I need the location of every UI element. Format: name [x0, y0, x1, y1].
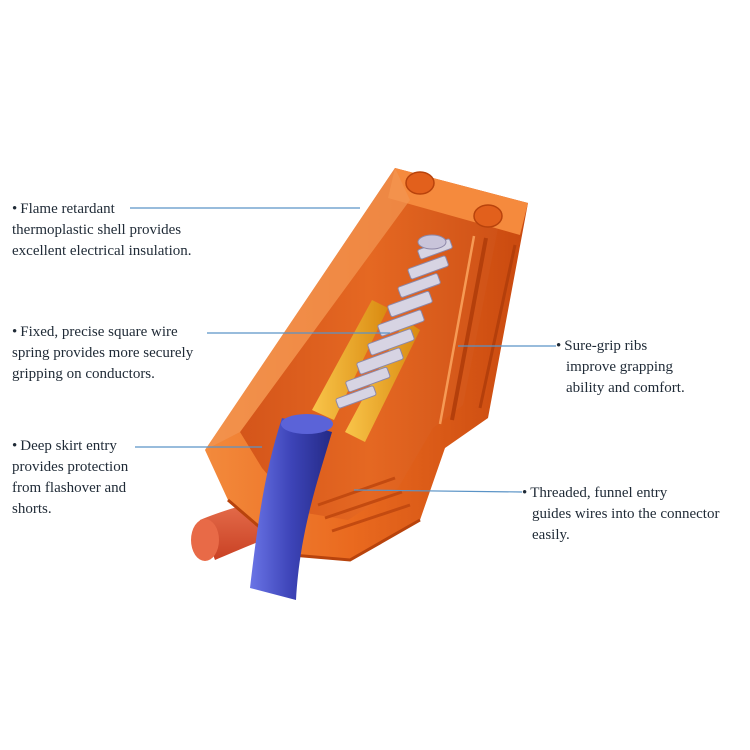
callout-line: from flashover and: [12, 480, 127, 496]
callout-line: •Threaded, funnel entry: [522, 483, 719, 504]
callout-threaded-funnel-entry: •Threaded, funnel entry guides wires int…: [522, 483, 719, 546]
callout-line: thermoplastic shell provides: [12, 222, 182, 238]
callout-line: •Sure-grip ribs: [556, 336, 685, 357]
callout-flame-retardant-shell: •Flame retardant thermoplastic shell pro…: [12, 199, 192, 262]
callout-deep-skirt-entry: •Deep skirt entry provides protection fr…: [12, 436, 128, 520]
callout-line: ability and comfort.: [566, 380, 685, 396]
callout-line: provides protection: [12, 459, 129, 475]
callout-line: spring provides more securely: [12, 345, 194, 361]
callout-line: excellent electrical insulation.: [12, 243, 192, 259]
bullet-icon: •: [12, 438, 18, 454]
copper-conductors: [312, 300, 420, 442]
square-wire-spring: [335, 234, 453, 409]
callout-line: •Fixed, precise square wire: [12, 322, 193, 343]
bullet-icon: •: [556, 338, 562, 354]
bullet-icon: •: [522, 485, 528, 501]
callout-line: easily.: [532, 527, 570, 543]
callout-line: shorts.: [12, 501, 52, 517]
callout-text: Deep skirt entry: [20, 438, 117, 454]
callout-text: Flame retardant: [20, 201, 115, 217]
bullet-icon: •: [12, 201, 18, 217]
callout-line: improve grapping: [566, 359, 674, 375]
callout-text: Fixed, precise square wire: [20, 324, 178, 340]
callout-sure-grip-ribs: •Sure-grip ribs improve grapping ability…: [556, 336, 685, 399]
callout-text: Threaded, funnel entry: [530, 485, 668, 501]
callout-text: Sure-grip ribs: [564, 338, 648, 354]
callout-line: guides wires into the connector: [532, 506, 720, 522]
callout-square-wire-spring: •Fixed, precise square wire spring provi…: [12, 322, 193, 385]
leader-lines: [130, 207, 556, 493]
callout-line: •Deep skirt entry: [12, 436, 128, 457]
bullet-icon: •: [12, 324, 18, 340]
blue-wire: [250, 414, 333, 600]
callout-line: gripping on conductors.: [12, 366, 155, 382]
callout-line: •Flame retardant: [12, 199, 192, 220]
